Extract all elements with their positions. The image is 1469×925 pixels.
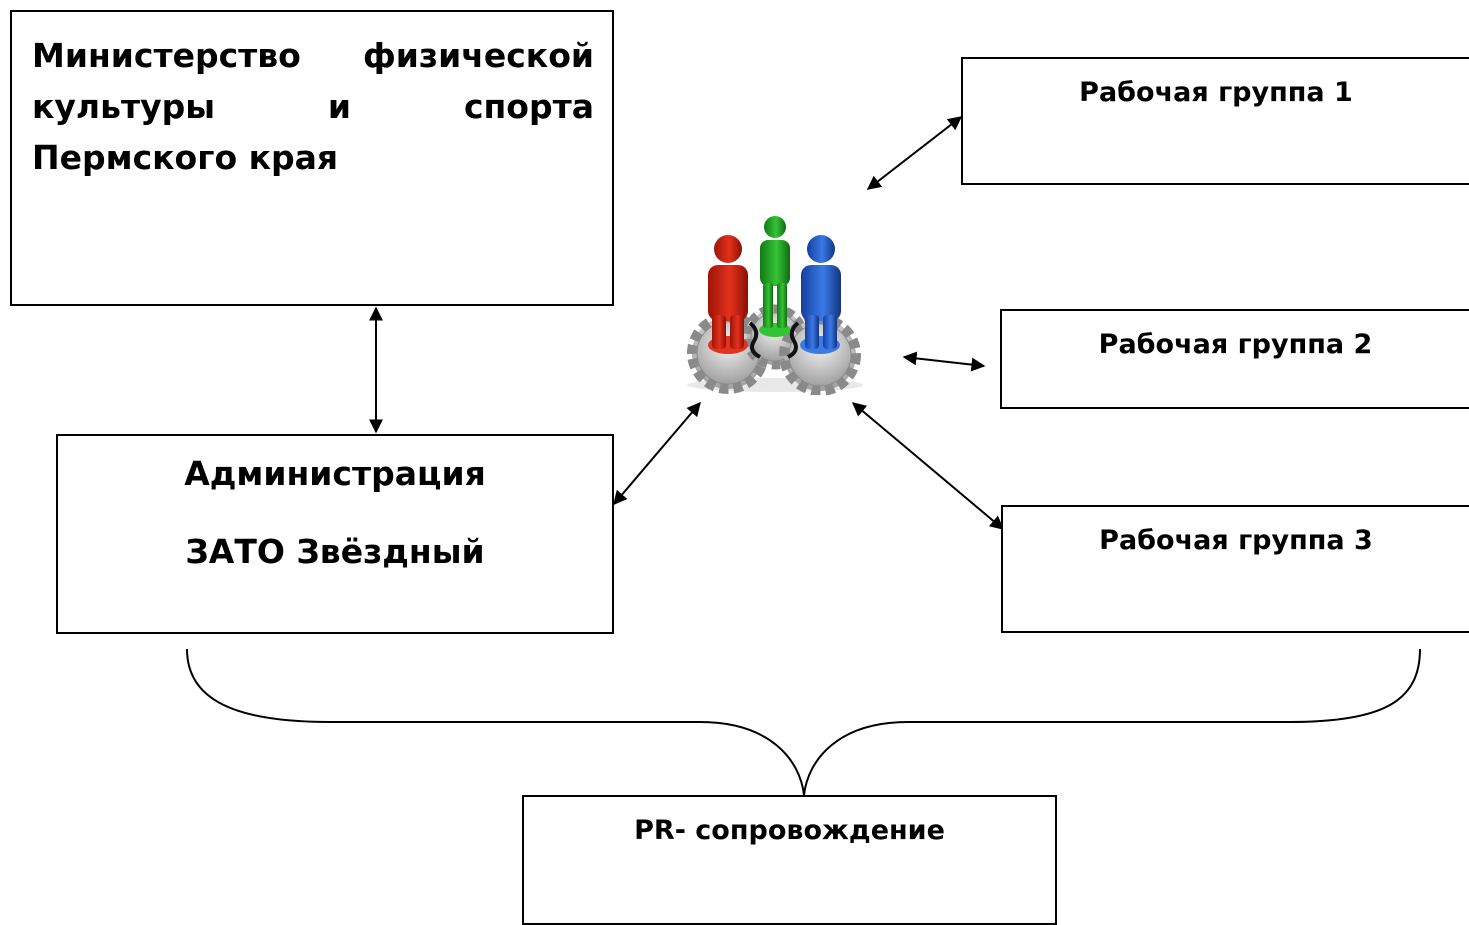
administration-label: Администрация (184, 454, 486, 493)
working-group-2-label: Рабочая группа 2 (1098, 329, 1373, 360)
ministry-box: Министерство физической культуры и спорт… (10, 10, 614, 306)
pr-support-box: PR- сопровождение (522, 795, 1057, 925)
administration-box: Администрация ЗАТО Звёздный (56, 434, 614, 634)
working-group-3-label: Рабочая группа 3 (1099, 525, 1373, 556)
curly-brace (186, 648, 1421, 796)
zato-label: ЗАТО Звёздный (185, 532, 485, 571)
arrow-team-wg3 (851, 402, 1005, 530)
pr-support-label: PR- сопровождение (634, 815, 945, 846)
arrow-team-wg2 (902, 351, 986, 372)
teamwork-people-on-gears-icon (687, 216, 863, 395)
arrow-team-wg1 (866, 116, 963, 190)
working-group-3-box: Рабочая группа 3 (1001, 505, 1469, 633)
arrow-admin-team (613, 401, 701, 506)
working-group-1-label: Рабочая группа 1 (1079, 77, 1353, 108)
ministry-label: Министерство физической культуры и спорт… (32, 36, 594, 177)
working-group-1-box: Рабочая группа 1 (961, 57, 1469, 185)
working-group-2-box: Рабочая группа 2 (1000, 309, 1469, 409)
